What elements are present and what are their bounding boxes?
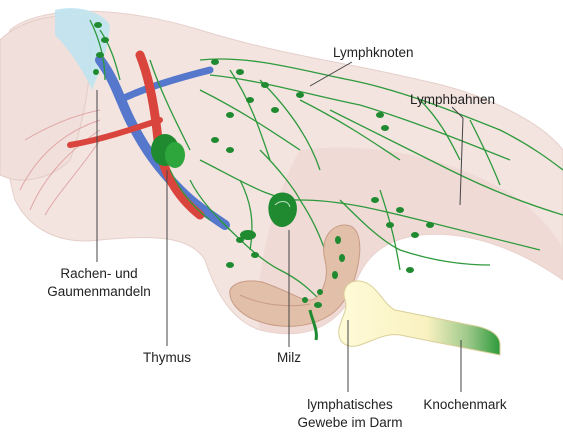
label-thymus: Thymus — [130, 350, 204, 366]
label-darm-line1: lymphatisches — [290, 397, 410, 413]
label-lymphknoten: Lymphknoten — [333, 45, 414, 61]
label-rachen-line2: Gaumenmandeln — [44, 284, 154, 300]
label-darm-line2: Gewebe im Darm — [290, 415, 410, 431]
label-rachen-line1: Rachen- und — [44, 266, 154, 282]
label-milz: Milz — [264, 350, 314, 366]
label-knochenmark: Knochenmark — [405, 397, 525, 413]
label-lymphbahnen: Lymphbahnen — [410, 92, 495, 108]
femur-bone — [339, 281, 500, 355]
